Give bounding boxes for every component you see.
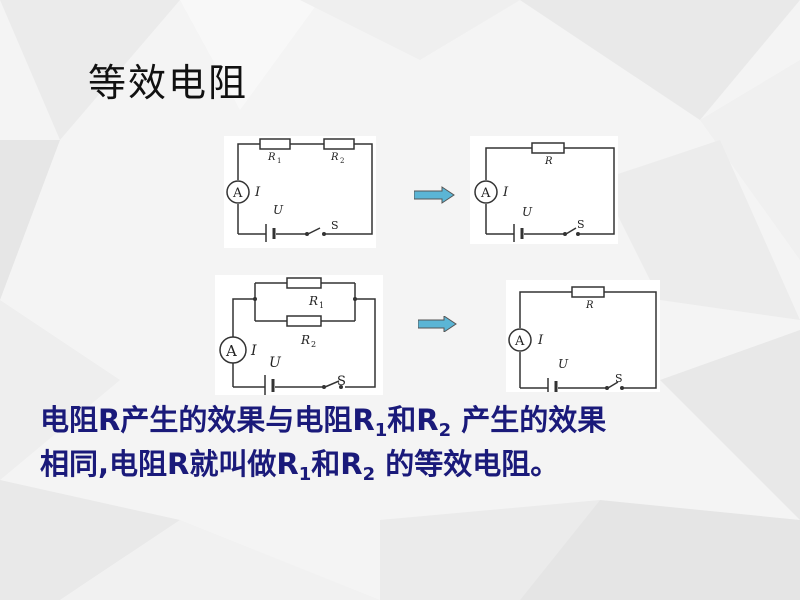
voltage-label: U (522, 205, 533, 219)
ammeter-label: A (225, 342, 237, 360)
voltage-label: U (558, 357, 569, 371)
r-label: R (544, 156, 553, 167)
r2-subscript: 2 (340, 157, 344, 165)
r1-label: R (308, 294, 318, 308)
r2-subscript: 2 (311, 340, 316, 349)
voltage-label: U (269, 355, 282, 371)
resistor-r (571, 286, 605, 298)
current-label: I (250, 343, 257, 359)
description-line-1: 电阻R产生的效果与电阻R1和R2 产生的效果 (40, 403, 607, 441)
description-line-2: 相同,电阻R就叫做R1和R2 的等效电阻。 (40, 447, 560, 485)
switch-label: S (577, 218, 585, 231)
resistor-r (531, 142, 565, 154)
r2-label: R (300, 333, 310, 347)
switch-label: S (337, 374, 346, 389)
series-equivalent-diagram: A I R U S (470, 136, 618, 244)
ammeter-label: A (232, 186, 243, 201)
r2-label: R (330, 152, 339, 163)
current-label: I (537, 333, 544, 348)
r1-label: R (267, 152, 276, 163)
ammeter-label: A (480, 186, 491, 201)
switch-label: S (331, 219, 339, 232)
resistor-r2 (323, 138, 355, 150)
current-label: I (254, 185, 261, 200)
ammeter-label: A (514, 334, 525, 349)
current-label: I (502, 185, 509, 200)
series-circuit-diagram: A I R 1 R 2 U S (224, 136, 376, 248)
resistor-r1 (259, 138, 291, 150)
description-text: 电阻R产生的效果与电阻R1和R2 产生的效果 相同,电阻R就叫做R1和R2 的等… (40, 398, 760, 486)
arrow-icon (418, 316, 457, 332)
resistor-r1 (286, 277, 322, 289)
parallel-equivalent-diagram: A I R U S (506, 280, 660, 392)
page-title: 等效电阻 (88, 61, 249, 105)
resistor-r2 (286, 315, 322, 327)
r1-subscript: 1 (319, 301, 324, 310)
voltage-label: U (273, 203, 284, 217)
switch-label: S (615, 372, 623, 385)
r-label: R (585, 300, 594, 311)
r1-subscript: 1 (277, 157, 281, 165)
parallel-circuit-diagram: A I R 1 R 2 U S (215, 275, 383, 395)
arrow-icon (414, 186, 455, 204)
ammeter (226, 180, 250, 204)
